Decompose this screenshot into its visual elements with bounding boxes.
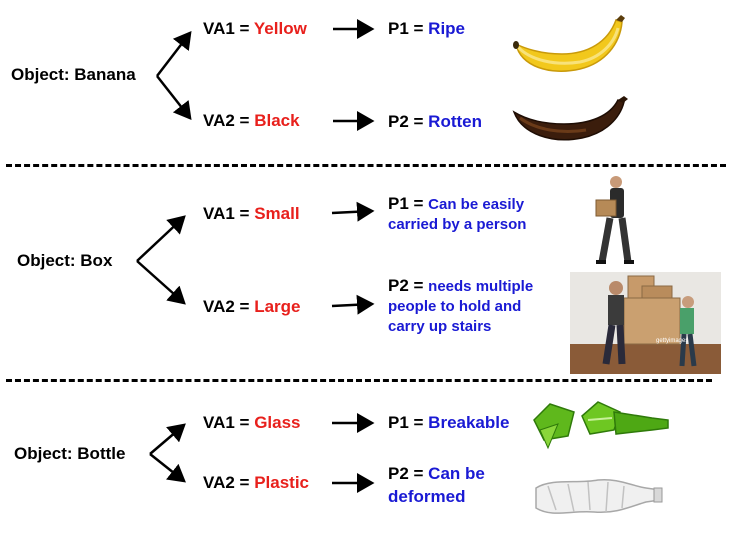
two-people-carrying-large-box-image: gettyimages (570, 272, 721, 374)
separator-2 (6, 379, 712, 382)
person-carrying-small-box-image (595, 176, 634, 264)
fork-arrow-banana-va2 (156, 75, 192, 120)
p2-value-line3: carry up stairs (388, 318, 492, 335)
separator-1 (6, 164, 726, 167)
va1-prefix: VA1 = (203, 413, 255, 432)
p2-value-line1: needs multiple (428, 278, 534, 295)
va2-prefix: VA2 = (203, 473, 255, 492)
ripe-banana-image (513, 15, 625, 72)
p1-box: P1 = Can be easily carried by a person (388, 194, 526, 235)
p2-prefix: P2 = (388, 276, 429, 295)
va2-box: VA2 = Large (203, 297, 300, 317)
broken-glass-bottle-image (533, 401, 669, 450)
p2-value: Rotten (428, 112, 482, 131)
va1-value: Glass (254, 413, 301, 432)
p1-value: Breakable (428, 413, 510, 432)
va2-value: Large (254, 297, 301, 316)
p1-prefix: P1 = (388, 194, 429, 213)
fork-arrow-banana-va1 (156, 31, 192, 77)
rotten-banana-image (512, 96, 628, 141)
p2-prefix: P2 = (388, 112, 429, 131)
va2-value: Black (254, 111, 300, 130)
p1-value-line1: Can be easily (428, 196, 525, 213)
va1-box: VA1 = Small (203, 204, 300, 224)
va2-bottle: VA2 = Plastic (203, 473, 309, 493)
p1-prefix: P1 = (388, 19, 429, 38)
va1-value: Yellow (253, 19, 307, 38)
p1-value-line2: carried by a person (388, 216, 527, 233)
va1-prefix: VA1 = (203, 19, 254, 38)
p2-box: P2 = needs multiple people to hold and c… (388, 276, 533, 337)
p1-bottle: P1 = Breakable (388, 413, 509, 433)
arrow-box-va1-p1 (331, 201, 375, 222)
fork-arrow-bottle-va2 (149, 453, 186, 483)
va1-prefix: VA1 = (203, 204, 255, 223)
va2-value: Plastic (254, 473, 309, 492)
p2-bottle: P2 = Can be deformed (388, 462, 485, 508)
crushed-plastic-bottle-image (535, 478, 663, 514)
va2-prefix: VA2 = (203, 297, 255, 316)
p2-value-line2: deformed (388, 487, 466, 506)
p2-banana: P2 = Rotten (388, 112, 482, 132)
va1-banana: VA1 = Yellow (203, 19, 307, 39)
fork-arrow-box-va1 (136, 215, 186, 262)
object-label-bottle: Object: Bottle (14, 444, 126, 463)
large-box-scene (570, 275, 721, 374)
object-label-banana: Object: Banana (11, 65, 136, 84)
va1-value: Small (254, 204, 300, 223)
p1-banana: P1 = Ripe (388, 19, 465, 39)
getty-watermark: gettyimages (656, 338, 689, 344)
fork-arrow-box-va2 (136, 260, 186, 305)
p2-prefix: P2 = (388, 464, 429, 483)
va2-banana: VA2 = Black (203, 111, 300, 131)
arrow-box-va2-p2 (331, 294, 375, 315)
p1-prefix: P1 = (388, 413, 429, 432)
p1-value: Ripe (428, 19, 466, 38)
p2-value-line1: Can be (428, 464, 485, 483)
va2-prefix: VA2 = (203, 111, 255, 130)
object-label-box: Object: Box (17, 251, 113, 270)
p2-value-line2: people to hold and (388, 298, 522, 315)
fork-arrow-bottle-va1 (149, 423, 186, 455)
va1-bottle: VA1 = Glass (203, 413, 301, 433)
